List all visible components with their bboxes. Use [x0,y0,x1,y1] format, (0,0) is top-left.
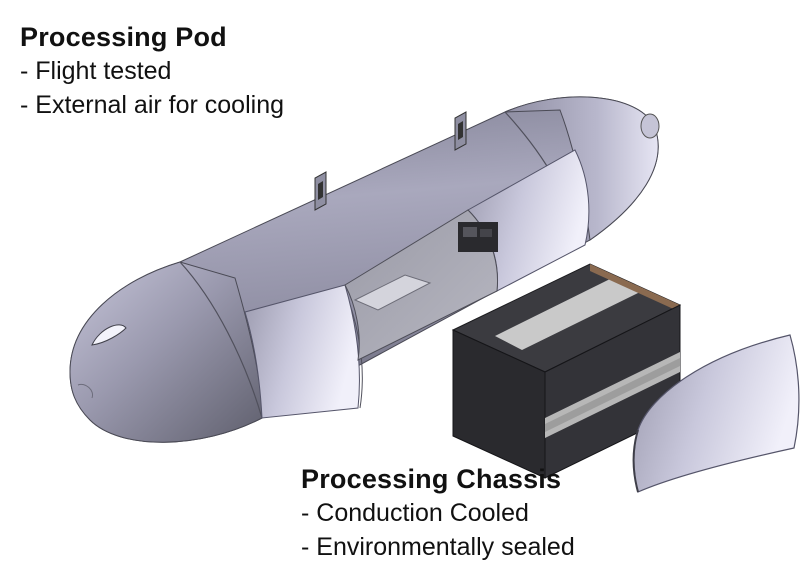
chassis-title: Processing Chassis [301,464,562,494]
nose-intake [91,324,127,346]
chassis-top-edge [590,264,680,312]
internal-component [458,222,498,252]
processing-chassis-label: Processing Chassis - Conduction Cooled -… [301,462,575,564]
mounting-lug [314,171,327,211]
pod-title: Processing Pod [20,22,227,52]
pod-tail-cap [640,113,660,139]
mounting-lug [454,111,467,151]
processing-chassis [451,263,682,479]
removed-panel-edge [632,429,639,493]
chassis-side-band-texture [545,358,680,432]
nose-tip [77,383,94,399]
pod-access-panel [244,284,360,419]
pod-feature: - Flight tested [20,57,172,85]
bay-slot [353,274,432,311]
pod-nose-cone [69,261,263,443]
processing-pod [69,96,660,443]
chassis-feature: - Environmentally sealed [301,533,575,561]
pod-feature: - External air for cooling [20,91,285,119]
chassis-feature: - Conduction Cooled [301,499,529,527]
pod-seam [179,261,263,419]
processing-pod-label: Processing Pod - Flight tested - Externa… [20,20,284,122]
chassis-top-stripe [495,278,640,350]
